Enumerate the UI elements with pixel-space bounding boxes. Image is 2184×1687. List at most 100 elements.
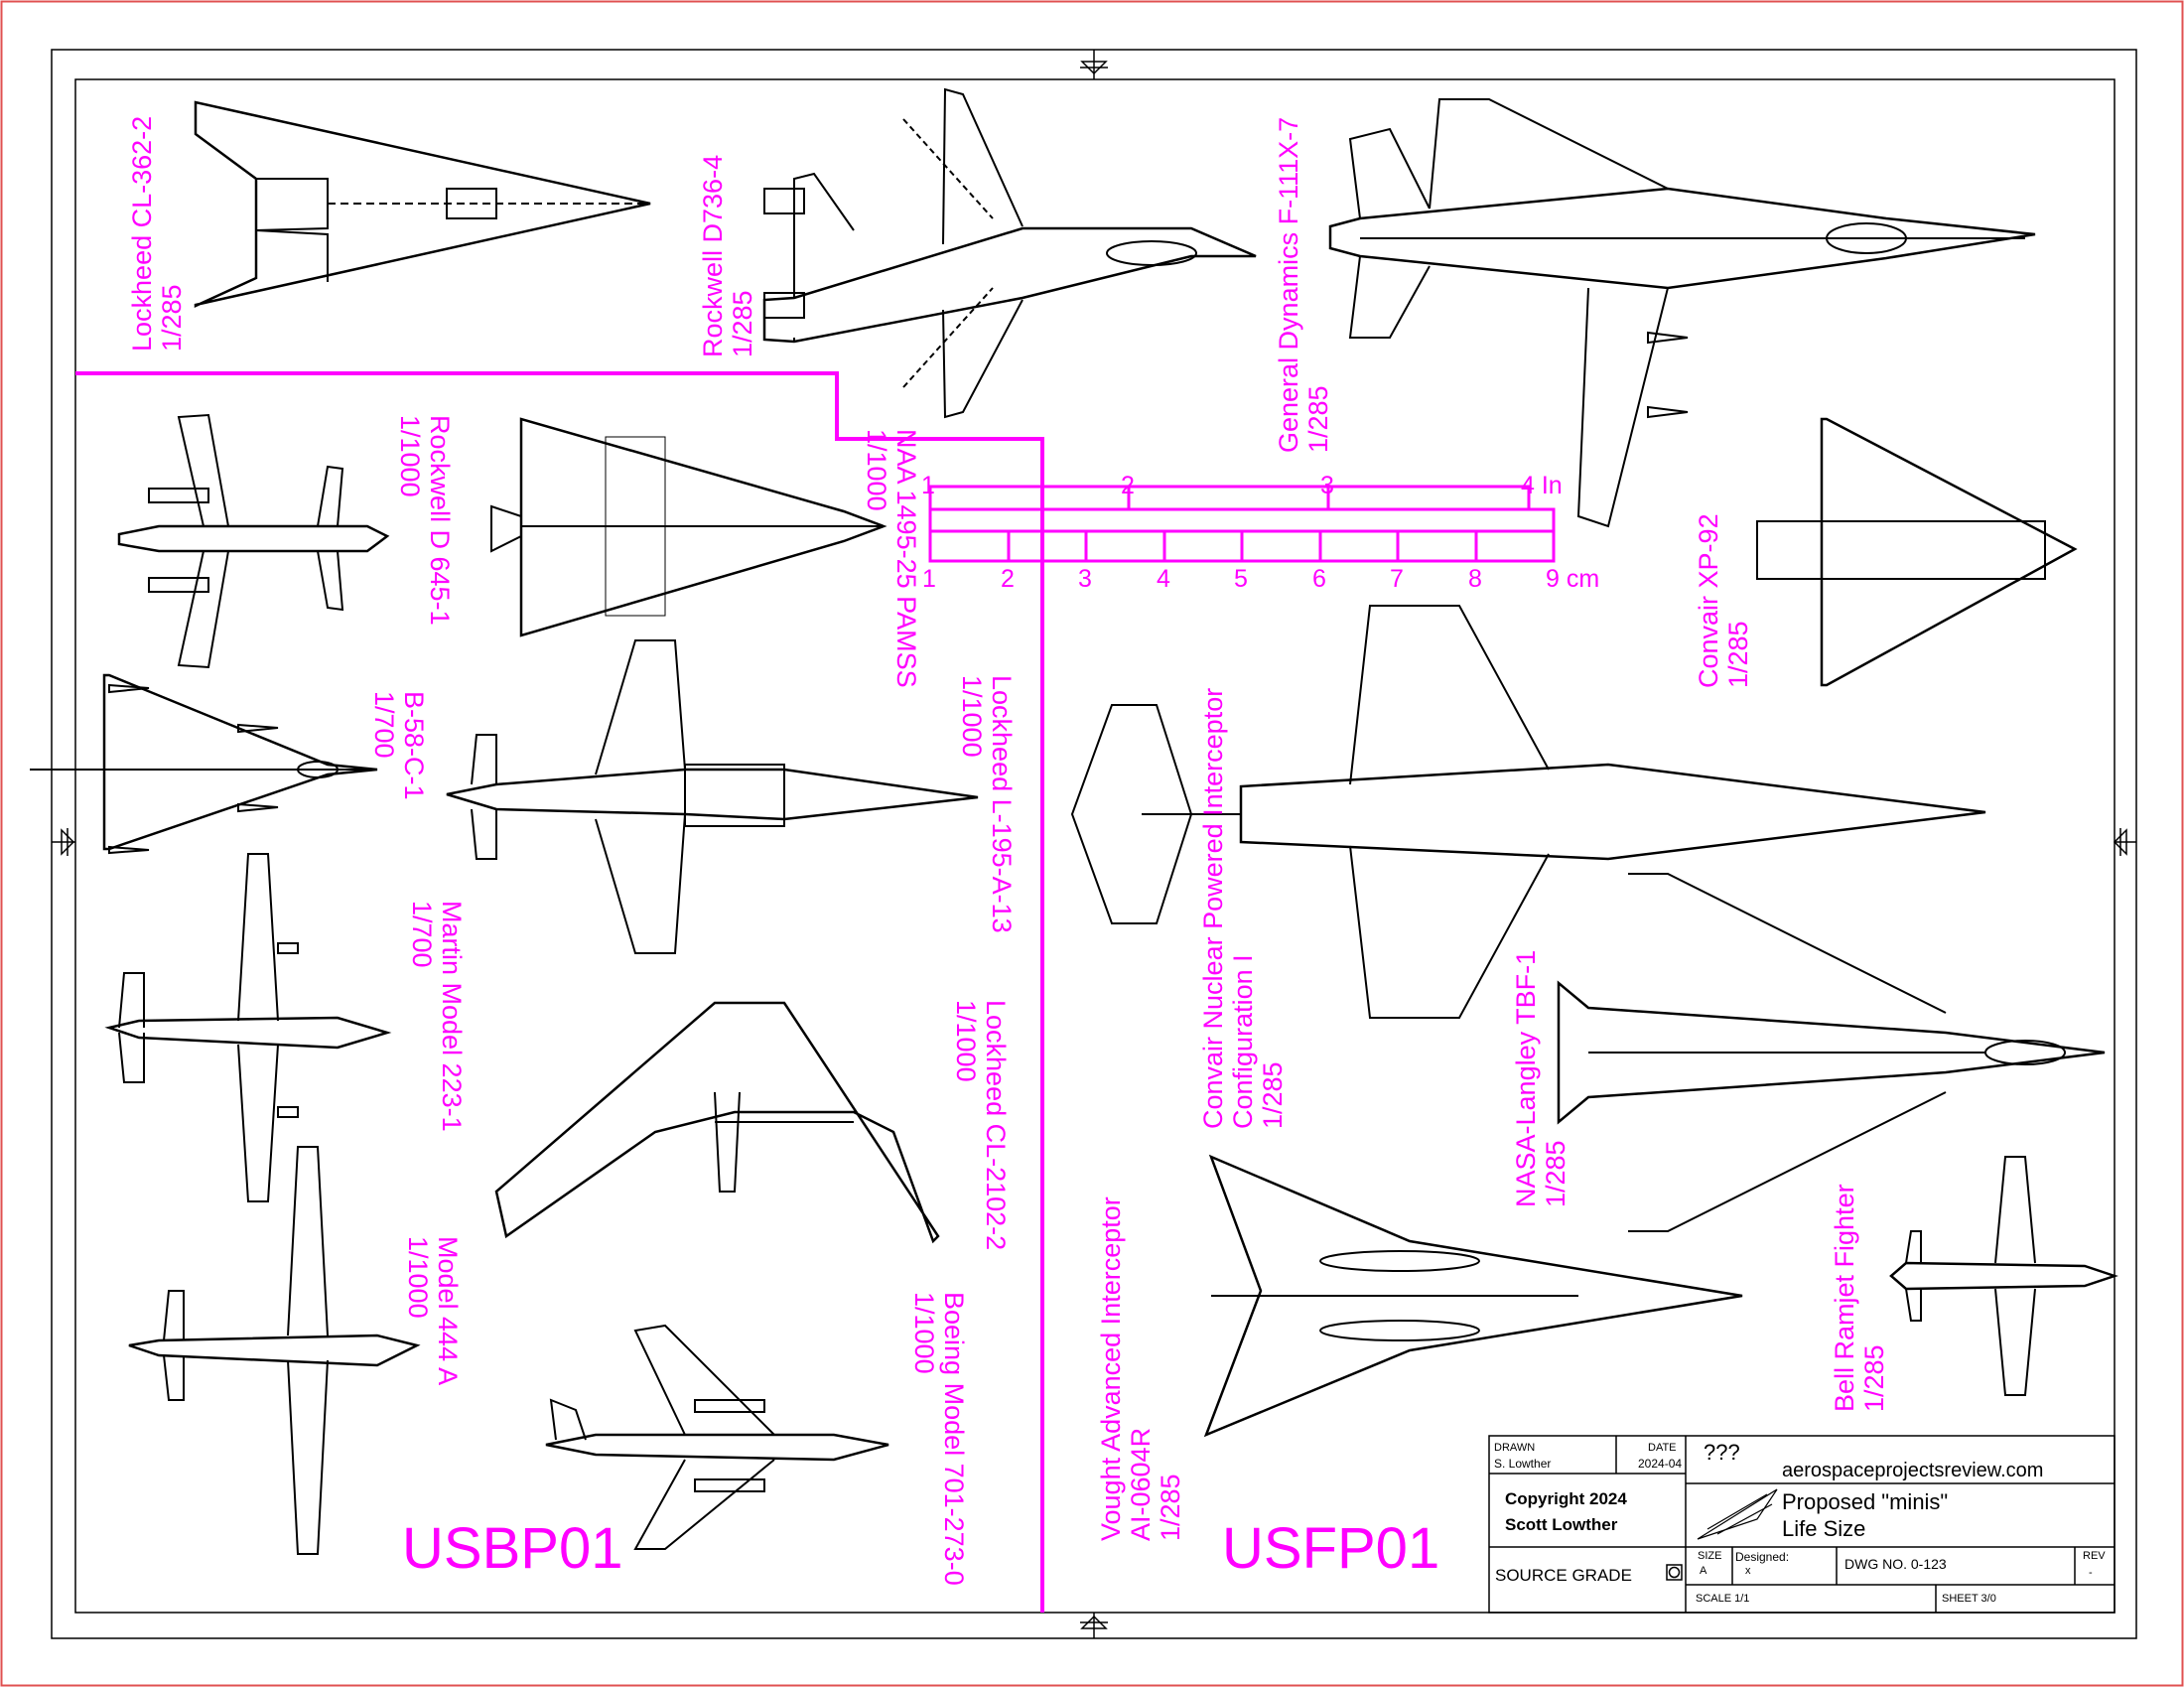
date-label: DATE [1648,1442,1677,1454]
label-tbf-1: NASA-Langley TBF-1 1/285 [1511,950,1570,1207]
label-vought-ai: Vought Advanced Interceptor AI-0604R 1/2… [1096,1196,1186,1541]
d645-1-name: Rockwell D 645-1 [425,415,455,626]
group-label-left: USBP01 [402,1516,623,1581]
size-label: SIZE [1698,1550,1722,1562]
company-name: ??? [1704,1440,1740,1465]
label-l-195-a-13: Lockheed L-195-A-13 1/1000 [957,675,1017,933]
scale-inch-4: 4 In [1521,472,1563,499]
b-58-c-1-name: B-58-C-1 [399,691,429,800]
title-line2: Life Size [1782,1516,1866,1541]
boeing-701-name: Boeing Model 701-273-0 [939,1292,969,1586]
group-label-right: USFP01 [1222,1516,1440,1581]
scale-inch-1: 1 [921,472,935,499]
label-bell-ramjet: Bell Ramjet Fighter 1/285 [1830,1184,1889,1412]
martin-223-1-scale: 1/700 [406,901,437,968]
cl-362-2-drawing [194,100,651,308]
label-model-444a: Model 444 A 1/1000 [403,1236,463,1385]
tbf-1-drawing [1557,873,2106,1232]
f-111x-7-name: General Dynamics F-111X-7 [1274,116,1303,453]
cl-2102-2-name: Lockheed CL-2102-2 [981,1000,1011,1251]
naa-1495-25-name: NAA 1495-25 PAMSS [891,429,921,688]
sheet-value: SHEET 3/0 [1942,1593,1996,1605]
scale-cm-9: 9 cm [1546,565,1600,593]
source-grade: SOURCE GRADE [1495,1566,1632,1585]
centering-marks [52,50,2136,1638]
drawn-label: DRAWN [1494,1442,1536,1454]
title-line1: Proposed "minis" [1782,1489,1949,1514]
d645-1-scale: 1/1000 [394,415,425,497]
xp-92-drawing [1756,417,2078,687]
xp-92-scale: 1/285 [1723,621,1754,688]
scale-value: SCALE 1/1 [1696,1593,1750,1605]
scale-inch-3: 3 [1320,472,1334,499]
b-58-c-1-scale: 1/700 [368,691,399,759]
convair-npi-name: Convair Nuclear Powered Interceptor [1198,687,1228,1129]
d736-4-scale: 1/285 [728,290,758,357]
martin-223-1-name: Martin Model 223-1 [437,901,467,1132]
bell-ramjet-name: Bell Ramjet Fighter [1830,1184,1859,1412]
drawn-value: S. Lowther [1494,1457,1552,1471]
scale-cm-2: 2 [1001,565,1015,593]
rev-value: - [2089,1567,2093,1579]
label-b-58-c-1: B-58-C-1 1/700 [369,691,429,800]
scale-inch-2: 2 [1121,472,1135,499]
copyright-line2: Scott Lowther [1505,1515,1618,1534]
b-58-c-1-drawing [30,673,378,855]
label-f-111x-7: General Dynamics F-111X-7 1/285 [1274,117,1333,453]
convair-npi-scale: 1/285 [1258,1061,1289,1129]
label-xp-92: Convair XP-92 1/285 [1694,513,1753,688]
convair-npi-line2: Configuration I [1228,954,1259,1129]
label-d736-4: Rockwell D736-4 1/285 [698,155,757,357]
scale-cm-8: 8 [1468,565,1482,593]
naa-1495-25-drawing [490,417,887,637]
bell-ramjet-drawing [1889,1156,2118,1396]
d645-1-drawing [117,413,390,669]
dwg-no: DWG NO. 0-123 [1844,1556,1947,1572]
tbf-1-name: NASA-Langley TBF-1 [1511,949,1541,1207]
title-block-frame [1488,1435,2116,1614]
label-boeing-701: Boeing Model 701-273-0 1/1000 [909,1292,969,1586]
label-convair-npi: Convair Nuclear Powered Interceptor Conf… [1198,688,1289,1129]
tbf-1-scale: 1/285 [1541,1140,1571,1207]
label-cl-2102-2: Lockheed CL-2102-2 1/1000 [951,1000,1011,1250]
l-195-a-13-scale: 1/1000 [956,675,987,758]
label-naa-1495-25: NAA 1495-25 PAMSS 1/1000 [862,429,921,688]
model-444a-name: Model 444 A [433,1236,463,1386]
naa-1495-25-scale: 1/1000 [861,429,891,511]
l-195-a-13-name: Lockheed L-195-A-13 [987,675,1017,933]
website: aerospaceprojectsreview.com [1782,1460,2044,1481]
copyright-line1: Copyright 2024 [1505,1489,1627,1508]
vought-ai-scale: 1/285 [1156,1474,1186,1541]
title-block-logo [1697,1488,1778,1540]
scale-cm-5: 5 [1234,565,1248,593]
scale-cm-1: 1 [922,565,936,593]
scale-bar [928,485,1556,563]
rev-label: REV [2083,1550,2106,1562]
size-value: A [1700,1565,1707,1577]
martin-223-1-drawing [104,853,392,1202]
xp-92-name: Convair XP-92 [1694,513,1723,688]
date-value: 2024-04 [1638,1457,1683,1471]
vought-ai-name: Vought Advanced Interceptor [1096,1196,1126,1541]
scale-cm-6: 6 [1312,565,1326,593]
designed-label: Designed: [1735,1550,1790,1564]
sheet-border [51,49,2137,1639]
scale-cm-7: 7 [1390,565,1404,593]
cl-2102-2-drawing [494,1001,940,1244]
cl-362-2-scale: 1/285 [157,284,188,351]
scale-cm-3: 3 [1078,565,1092,593]
drawing-border [74,78,2116,1614]
vought-ai-line2: AI-0604R [1126,1427,1157,1541]
cl-362-2-name: Lockheed CL-362-2 [127,115,157,351]
model-444a-drawing [128,1146,421,1555]
bell-ramjet-scale: 1/285 [1859,1344,1890,1412]
model-444a-scale: 1/1000 [402,1236,433,1319]
convair-npi-drawing [1070,605,1986,1019]
d736-4-drawing [762,87,1257,419]
f-111x-7-drawing [1328,98,2036,528]
d736-4-name: Rockwell D736-4 [698,154,728,357]
vought-ai-0604r-drawing [1203,1154,1743,1438]
label-cl-362-2: Lockheed CL-362-2 1/285 [127,116,187,351]
